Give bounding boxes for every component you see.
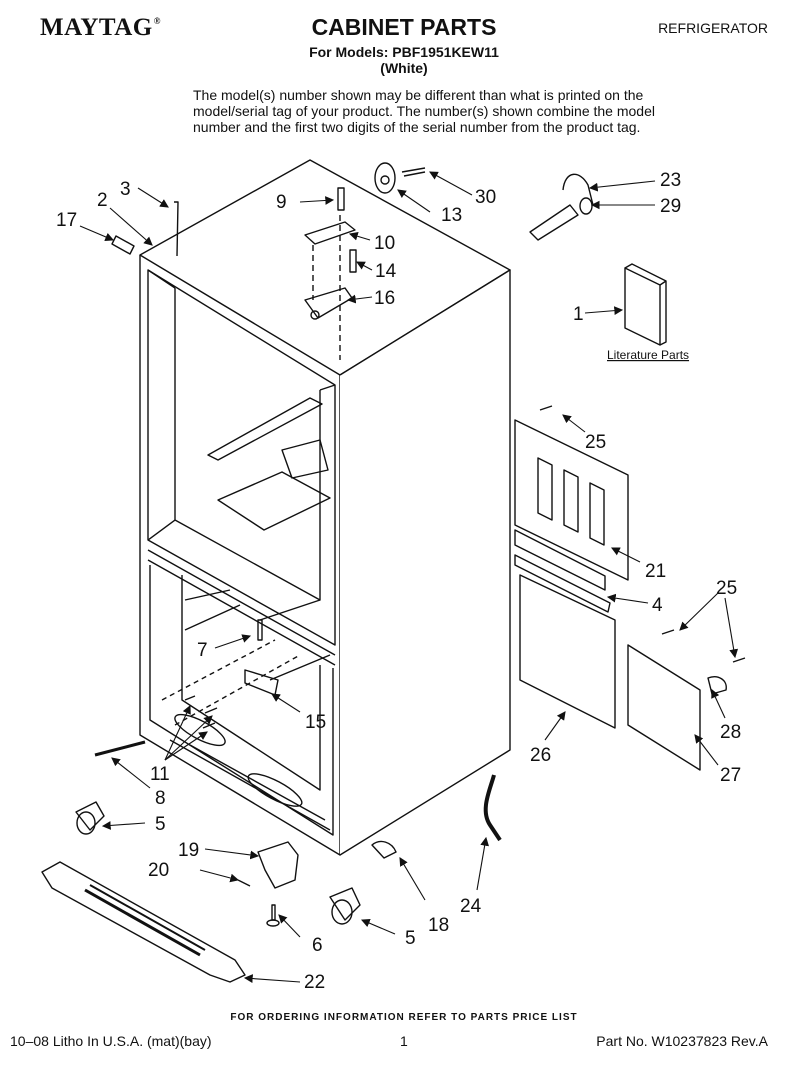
hinge-pin-assembly <box>374 162 426 194</box>
literature-parts-label: Literature Parts <box>607 348 689 362</box>
callout-6: 6 <box>312 935 323 956</box>
callout-20: 20 <box>148 860 169 881</box>
callout-29: 29 <box>660 196 681 217</box>
model-number-notice: The model(s) number shown may be differe… <box>193 87 663 135</box>
callout-17: 17 <box>56 210 77 231</box>
callout-8: 8 <box>155 788 166 809</box>
callout-13: 13 <box>441 205 462 226</box>
registered-mark: ® <box>153 16 161 26</box>
callout-5-front: 5 <box>155 814 166 835</box>
callout-14: 14 <box>375 261 397 282</box>
leveling-bracket <box>237 841 299 927</box>
screw-25 <box>539 405 746 663</box>
callout-27: 27 <box>720 765 741 786</box>
tube-clamp <box>371 840 397 859</box>
callout-25-upper: 25 <box>585 432 606 453</box>
callout-7: 7 <box>197 640 208 661</box>
part-number: Part No. W10237823 Rev.A <box>596 1033 768 1049</box>
callout-15: 15 <box>305 712 326 733</box>
notice-line: The model(s) number shown may be differe… <box>193 87 644 103</box>
water-valve-tube <box>529 173 594 241</box>
callout-28: 28 <box>720 722 741 743</box>
base-hardware <box>94 619 301 757</box>
toe-grille <box>41 861 246 983</box>
callout-2: 2 <box>97 190 108 211</box>
product-category: REFRIGERATOR <box>658 20 768 36</box>
callout-3: 3 <box>120 179 131 200</box>
callout-1: 1 <box>573 304 584 325</box>
callout-24: 24 <box>460 896 482 917</box>
machine-compartment-cover <box>514 419 727 771</box>
callout-26: 26 <box>530 745 551 766</box>
callout-leaders <box>79 171 739 983</box>
callout-23: 23 <box>660 170 681 191</box>
callout-4: 4 <box>652 595 663 616</box>
caster-front <box>75 801 105 835</box>
brand-logo: MAYTAG® <box>40 14 161 41</box>
callout-11: 11 <box>150 764 170 785</box>
literature-book <box>624 263 667 346</box>
ordering-note: FOR ORDERING INFORMATION REFER TO PARTS … <box>230 1012 578 1023</box>
callout-10: 10 <box>374 233 395 254</box>
callout-16: 16 <box>374 288 395 309</box>
caster-rear <box>329 887 361 925</box>
callout-19: 19 <box>178 840 199 861</box>
callout-30: 30 <box>475 187 496 208</box>
page-title: CABINET PARTS <box>311 14 497 40</box>
drain-tube <box>483 774 502 842</box>
callout-5-rear: 5 <box>405 928 416 949</box>
callout-9: 9 <box>276 192 287 213</box>
notice-line: number and the first two digits of the s… <box>193 119 641 135</box>
callout-18: 18 <box>428 915 449 936</box>
color-line: (White) <box>380 60 428 76</box>
callout-numbers: 1 2 3 4 5 5 6 7 8 9 10 11 13 14 15 16 17… <box>56 170 741 993</box>
notice-line: model/serial tag of your product. The nu… <box>193 103 655 119</box>
cabinet-shell <box>139 159 511 856</box>
models-line: For Models: PBF1951KEW11 <box>309 44 499 60</box>
callout-21: 21 <box>645 561 666 582</box>
callout-22: 22 <box>304 972 325 993</box>
page-number: 1 <box>400 1033 408 1049</box>
callout-25-lower: 25 <box>716 578 737 599</box>
litho-note: 10–08 Litho In U.S.A. (mat)(bay) <box>10 1033 212 1049</box>
